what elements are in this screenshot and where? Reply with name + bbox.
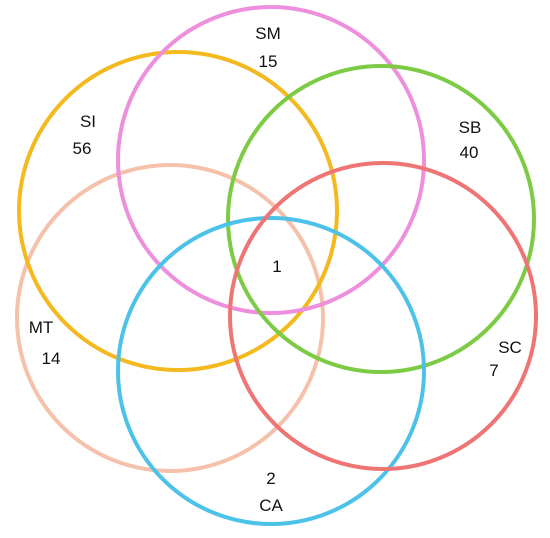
circle-sc [228,161,538,471]
circle-si [17,50,339,372]
count-sb: 40 [460,143,479,162]
label-mt: MT [29,318,54,337]
circle-mt [15,163,325,473]
label-ca: CA [259,496,283,515]
label-sc: SC [498,338,522,357]
count-si: 56 [73,139,92,158]
label-sb: SB [459,118,482,137]
label-sm: SM [255,24,281,43]
circle-ca [116,216,426,526]
count-sc: 7 [489,361,498,380]
circle-sm [116,5,426,315]
label-si: SI [80,112,96,131]
circle-sb [226,64,536,374]
count-ca: 2 [266,469,275,488]
count-sm: 15 [259,52,278,71]
count-mt: 14 [42,349,61,368]
intersection-count: 1 [272,257,281,276]
